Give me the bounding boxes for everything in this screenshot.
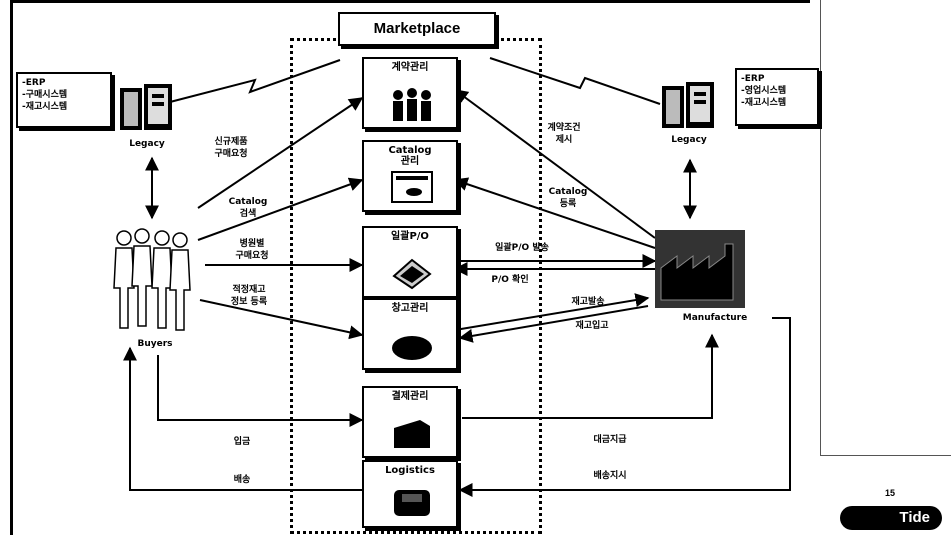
flow-label-optimal-stock: 적정재고 정보 등록 <box>214 284 284 308</box>
marketplace-title: Marketplace <box>338 12 496 46</box>
system-item: -재고시스템 <box>741 97 813 109</box>
flow-label-delivery: 배송 <box>222 474 262 486</box>
meeting-people-icon <box>390 87 434 121</box>
buyers-label: Buyers <box>125 338 185 350</box>
module-label: Logistics <box>364 465 456 476</box>
module-logistics: Logistics <box>362 460 458 528</box>
flow-label-new-product: 신규제품 구매요청 <box>196 136 266 160</box>
system-item: -영업시스템 <box>741 85 813 97</box>
module-label: Catalog 관리 <box>364 145 456 167</box>
flow-label-hospital-purchase: 병원별 구매요청 <box>222 238 282 262</box>
module-warehouse: 창고관리 <box>362 298 458 370</box>
flow-label-ship-instruct: 배송지시 <box>580 470 640 482</box>
warehouse-icon <box>390 328 434 362</box>
system-item: -재고시스템 <box>22 101 106 113</box>
flow-label-catalog-search: Catalog 검색 <box>218 196 278 220</box>
legacy-server-icon <box>118 82 176 134</box>
module-label: 계약관리 <box>364 62 456 73</box>
manufacture-system-list: -ERP -영업시스템 -재고시스템 <box>735 68 819 126</box>
page-number: 15 <box>885 488 895 498</box>
module-bulk-po: 일괄P/O <box>362 226 458 298</box>
building-icon <box>390 416 434 450</box>
system-item: -ERP <box>741 73 813 85</box>
system-item: -ERP <box>22 77 106 89</box>
module-contract: 계약관리 <box>362 57 458 129</box>
buyer-system-list: -ERP -구매시스템 -재고시스템 <box>16 72 112 128</box>
flow-label-bulk-po-issue: 일괄P/O 발송 <box>472 242 572 254</box>
brand-logo: Tide <box>840 506 942 530</box>
legacy-right-label: Legacy <box>660 134 718 146</box>
flow-label-deposit: 입금 <box>222 436 262 448</box>
module-label: 결제관리 <box>364 391 456 402</box>
flow-label-catalog-register: Catalog 등록 <box>540 186 596 210</box>
manufacture-label: Manufacture <box>665 312 765 324</box>
flow-label-po-confirm: P/O 확인 <box>480 274 540 286</box>
flow-label-stock-out: 재고발송 <box>558 296 618 308</box>
module-catalog: Catalog 관리 <box>362 140 458 212</box>
document-stack-icon <box>390 256 434 290</box>
module-label: 창고관리 <box>364 303 456 314</box>
catalog-screen-icon <box>390 170 434 204</box>
legacy-server-icon <box>660 80 718 132</box>
flow-label-contract-terms: 계약조건 제시 <box>536 122 592 146</box>
factory-icon <box>655 230 745 308</box>
module-label: 일괄P/O <box>364 231 456 242</box>
flow-label-stock-in: 재고입고 <box>562 320 622 332</box>
flow-label-payment-settle: 대금지급 <box>580 434 640 446</box>
truck-icon <box>390 486 434 520</box>
buyers-people-icon <box>112 228 192 336</box>
system-item: -구매시스템 <box>22 89 106 101</box>
legacy-left-label: Legacy <box>118 138 176 150</box>
module-payment: 결제관리 <box>362 386 458 458</box>
